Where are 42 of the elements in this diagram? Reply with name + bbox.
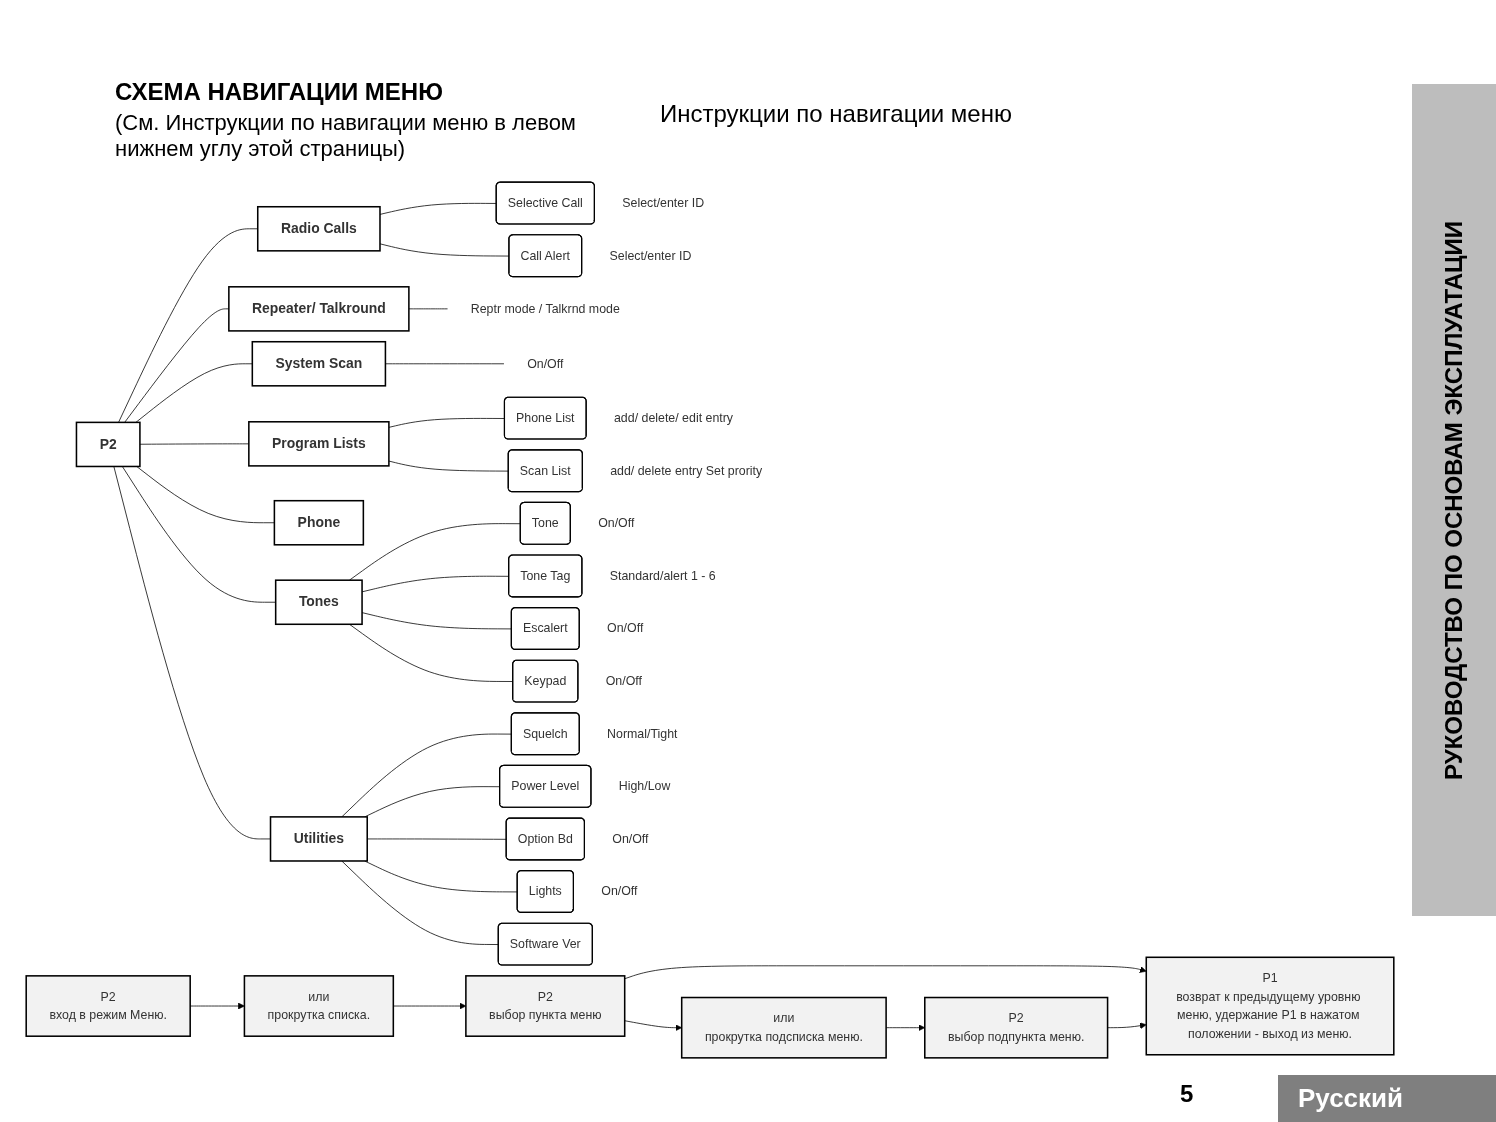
node-label: add/ delete/ edit entry — [613, 411, 734, 425]
node-label: On/Off — [607, 621, 644, 635]
node-label: Normal/Tight — [607, 726, 678, 740]
node-label: On/Off — [605, 674, 642, 688]
node-label: add/ delete entry Set prority — [610, 463, 763, 477]
node-label: On/Off — [612, 831, 649, 846]
language-tab: Русский — [1278, 1075, 1496, 1122]
connector — [135, 363, 253, 423]
node-box: Tones — [274, 579, 363, 626]
node-box: или прокрутка списка. — [243, 975, 395, 1037]
connector — [388, 460, 509, 472]
node-box: System Scan — [251, 340, 387, 387]
node-box: или прокрутка подсписка меню. — [680, 996, 887, 1059]
section-heading: Инструкции по навигации меню — [660, 100, 1012, 128]
node-box: Phone — [273, 499, 365, 546]
connector — [408, 308, 448, 310]
node-label: On/Off — [601, 884, 638, 898]
node-box: P2 — [75, 421, 141, 468]
title: СХЕМА НАВИГАЦИИ МЕНЮ — [115, 78, 443, 106]
page-number: 5 — [1180, 1080, 1194, 1108]
node-label: Standard/alert 1 - 6 — [609, 568, 716, 583]
node-box: Program Lists — [248, 421, 390, 467]
node-box: P2 вход в режим Меню. — [25, 975, 191, 1037]
connector — [379, 202, 497, 215]
subtitle-note: (См. Инструкции по навигации меню в левом нижнем углу этой страницы) — [115, 110, 577, 162]
node-box: Radio Calls — [256, 205, 381, 252]
node-box: P1 возврат к предыдущему уровню меню, удержание P1 в нажатом положении - выход из меню. — [1145, 956, 1395, 1056]
node-box: Utilities — [269, 816, 368, 862]
node-label: On/Off — [598, 516, 635, 530]
node-box: P2 выбор пункта меню — [465, 975, 626, 1037]
connector — [136, 466, 275, 524]
node-text: On/Off — [527, 356, 564, 370]
node-label: Select/enter ID — [622, 196, 705, 210]
side-band-heading: РУКОВОДСТВО ПО ОСНОВАМ ЭКСПЛУАТАЦИИ — [1440, 220, 1468, 780]
node-box: P2 выбор подпункта меню. — [924, 996, 1109, 1059]
node-label: High/Low — [618, 779, 671, 793]
connector — [364, 860, 518, 893]
node-text: Reptr mode / Talkrnd mode — [470, 301, 620, 316]
node-box: Repeater/ Talkround — [228, 286, 410, 332]
node-label: Select/enter ID — [609, 248, 692, 262]
connector — [385, 363, 505, 365]
connector — [113, 466, 271, 840]
